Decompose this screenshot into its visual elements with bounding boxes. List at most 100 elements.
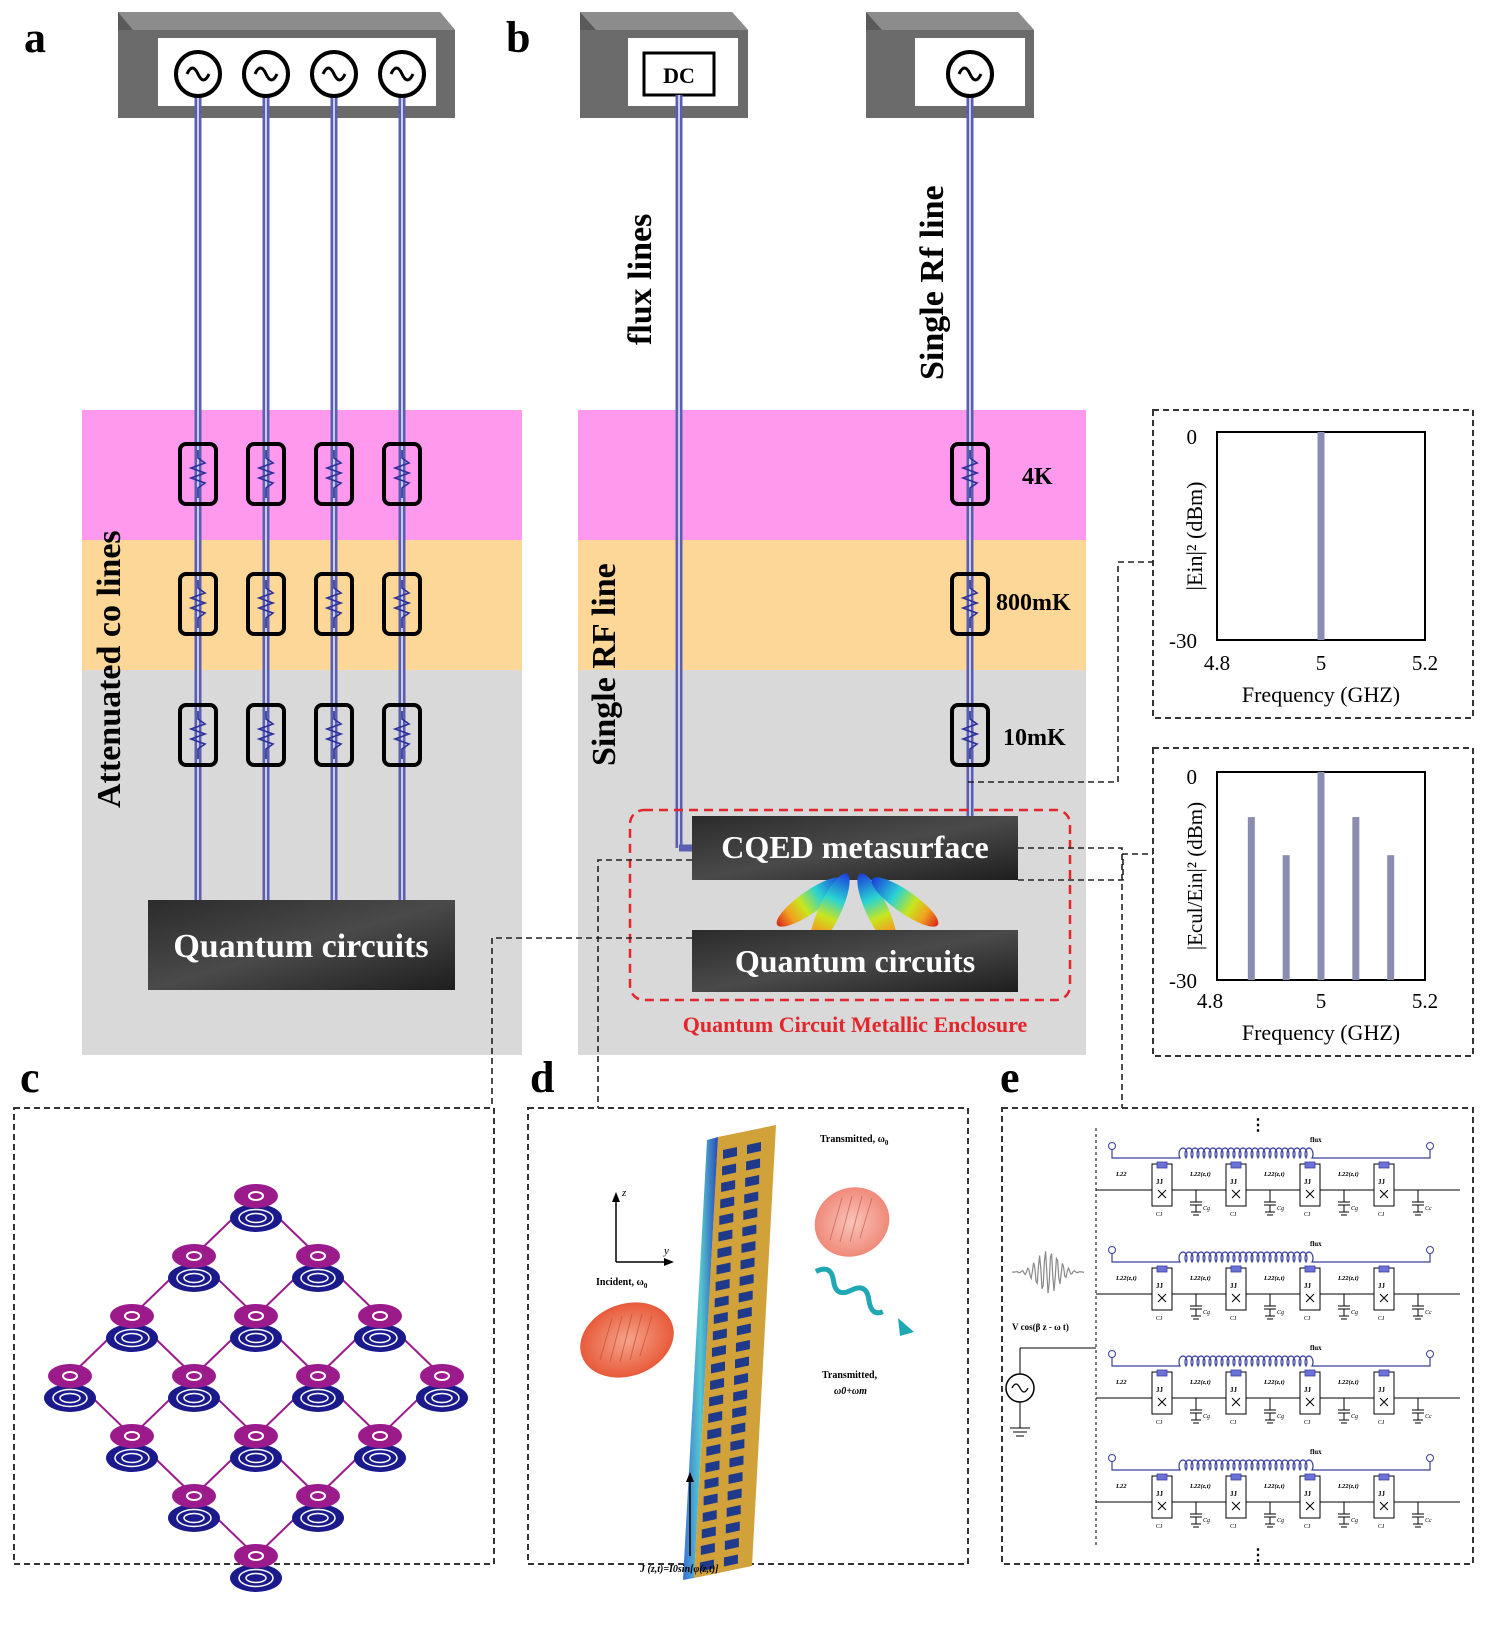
plot-bottom-xtick-1: 5	[1316, 989, 1327, 1013]
qubit-node-9	[168, 1364, 220, 1412]
jj-label: JJ	[1378, 1282, 1386, 1290]
qubit-node-13	[106, 1424, 158, 1472]
plot-bottom: 0 -30 4.8 5 5.2 Frequency (GHZ) |Ecul/Ei…	[1169, 765, 1438, 1045]
plot-top: 0 -30 4.8 5 5.2 Frequency (GHZ) |Ein|² (…	[1169, 425, 1438, 707]
qubit-node-6	[292, 1364, 344, 1412]
jj-label: JJ	[1304, 1282, 1312, 1290]
inductance-label: L22(z,t)	[1189, 1171, 1211, 1178]
plot-top-bars	[1317, 432, 1325, 640]
plot-bottom-bars	[1247, 772, 1395, 980]
cj-label: CJ	[1156, 1524, 1163, 1530]
inductance-label: L22(z,t)	[1337, 1275, 1359, 1282]
cg-label: Cg	[1203, 1414, 1210, 1420]
ac-source-icon-b	[946, 50, 994, 98]
single-rf-line-side-label: Single RF line	[586, 563, 623, 766]
qubit-lattice	[44, 1184, 468, 1592]
attenuator-a-3-2	[382, 703, 422, 767]
ac-source-icon-a-0	[174, 50, 222, 98]
jj-label: JJ	[1230, 1178, 1238, 1186]
qubit-node-12	[44, 1364, 96, 1412]
plot-top-xtick-1: 5	[1316, 651, 1327, 675]
cg-label: Cg	[1277, 1518, 1284, 1524]
ac-source-icon-a-3	[378, 50, 426, 98]
unit-cell-3-1: JJ CJ Cg L22(z,t)	[1189, 1473, 1284, 1530]
jj-label: JJ	[1156, 1282, 1164, 1290]
qubit-node-11	[292, 1484, 344, 1532]
flux-label: flux	[1310, 1448, 1322, 1456]
inductance-label: L22(z,t)	[1337, 1483, 1359, 1490]
coordinate-axes: z y	[612, 1187, 674, 1266]
cj-label: CJ	[1230, 1420, 1237, 1426]
inductance-label: L22(z,t)	[1263, 1171, 1285, 1178]
jj-label: JJ	[1230, 1490, 1238, 1498]
plot-bottom-ytick-0: 0	[1187, 765, 1198, 789]
quantum-circuits-box-a: Quantum circuits	[148, 900, 455, 990]
band-4k-b	[578, 410, 1086, 540]
source-voltage-label: V cos(β z - ω t)	[1012, 1322, 1069, 1332]
cg-label: Cc	[1425, 1310, 1432, 1316]
attenuator-a-1-0	[246, 442, 286, 506]
quantum-circuits-box-b: Quantum circuits	[692, 930, 1018, 992]
plot-top-xtick-0: 4.8	[1204, 651, 1230, 675]
flux-label: flux	[1310, 1344, 1322, 1352]
circuit-row-0: fluxJJCJCgL22JJCJCgL22(z,t)JJCJCgL22(z,t…	[1096, 1136, 1460, 1218]
attenuator-a-0-1	[178, 572, 218, 636]
metasurface-slab	[683, 1125, 776, 1580]
qubit-node-1	[292, 1244, 344, 1292]
attenuator-a-0-0	[178, 442, 218, 506]
inductance-label: L22(z,t)	[1263, 1379, 1285, 1386]
inductance-label: L22(z,t)	[1263, 1275, 1285, 1282]
band-800mk-b	[578, 540, 1086, 670]
attenuator-b-1	[950, 572, 990, 636]
stage-label-10mk: 10mK	[1003, 725, 1066, 751]
jj-label: JJ	[1304, 1386, 1312, 1394]
qubit-node-14	[168, 1484, 220, 1532]
inductance-label: L22(z,t)	[1337, 1171, 1359, 1178]
flux-label: flux	[1310, 1240, 1322, 1248]
plot-bottom-ytick-1: -30	[1169, 969, 1197, 993]
qubit-node-5	[230, 1304, 282, 1352]
qubit-node-3	[416, 1364, 468, 1412]
plot-bottom-bar-2	[1317, 772, 1325, 980]
stage-label-4k: 4K	[1022, 464, 1053, 490]
unit-cell-0-1: JJ CJ Cg L22(z,t)	[1189, 1161, 1284, 1218]
cj-label: CJ	[1230, 1524, 1237, 1530]
plot-top-ytick-0: 0	[1187, 425, 1198, 449]
plot-bottom-bar-4	[1387, 855, 1395, 980]
inductance-label: L22	[1115, 1171, 1127, 1178]
cj-label: CJ	[1230, 1212, 1237, 1218]
lines-b	[675, 94, 990, 852]
incident-label: Incident, ω0	[596, 1277, 648, 1290]
jj-label: JJ	[1378, 1386, 1386, 1394]
current-equation: J (z,t)=I0sin[φ(z,t)]	[639, 1564, 719, 1575]
ellipsis-bottom: ⋮	[1250, 1547, 1266, 1564]
cj-label: CJ	[1378, 1524, 1385, 1530]
plot-top-bar-0	[1317, 432, 1325, 640]
plot-top-ylabel: |Ein|² (dBm)	[1182, 482, 1207, 591]
cg-label: Cg	[1277, 1310, 1284, 1316]
cj-label: CJ	[1304, 1212, 1311, 1218]
cg-label: Cg	[1203, 1310, 1210, 1316]
attenuator-b-0	[950, 442, 990, 506]
cj-label: CJ	[1378, 1212, 1385, 1218]
inductance-label: L22(z,t)	[1115, 1275, 1137, 1282]
attenuator-a-3-1	[382, 572, 422, 636]
transmitted-shifted-freq: ω0+ωm	[834, 1386, 867, 1397]
attenuator-a-3-0	[382, 442, 422, 506]
quantum-circuits-label-a: Quantum circuits	[173, 928, 428, 965]
cj-label: CJ	[1156, 1420, 1163, 1426]
inductance-label: L22(z,t)	[1189, 1483, 1211, 1490]
transmitted-shifted-label: Transmitted,	[822, 1370, 878, 1381]
plot-top-frame	[1152, 409, 1474, 719]
ac-source-icon-a-2	[310, 50, 358, 98]
plot-bottom-xtick-2: 5.2	[1412, 989, 1438, 1013]
cg-label: Cg	[1277, 1206, 1284, 1212]
